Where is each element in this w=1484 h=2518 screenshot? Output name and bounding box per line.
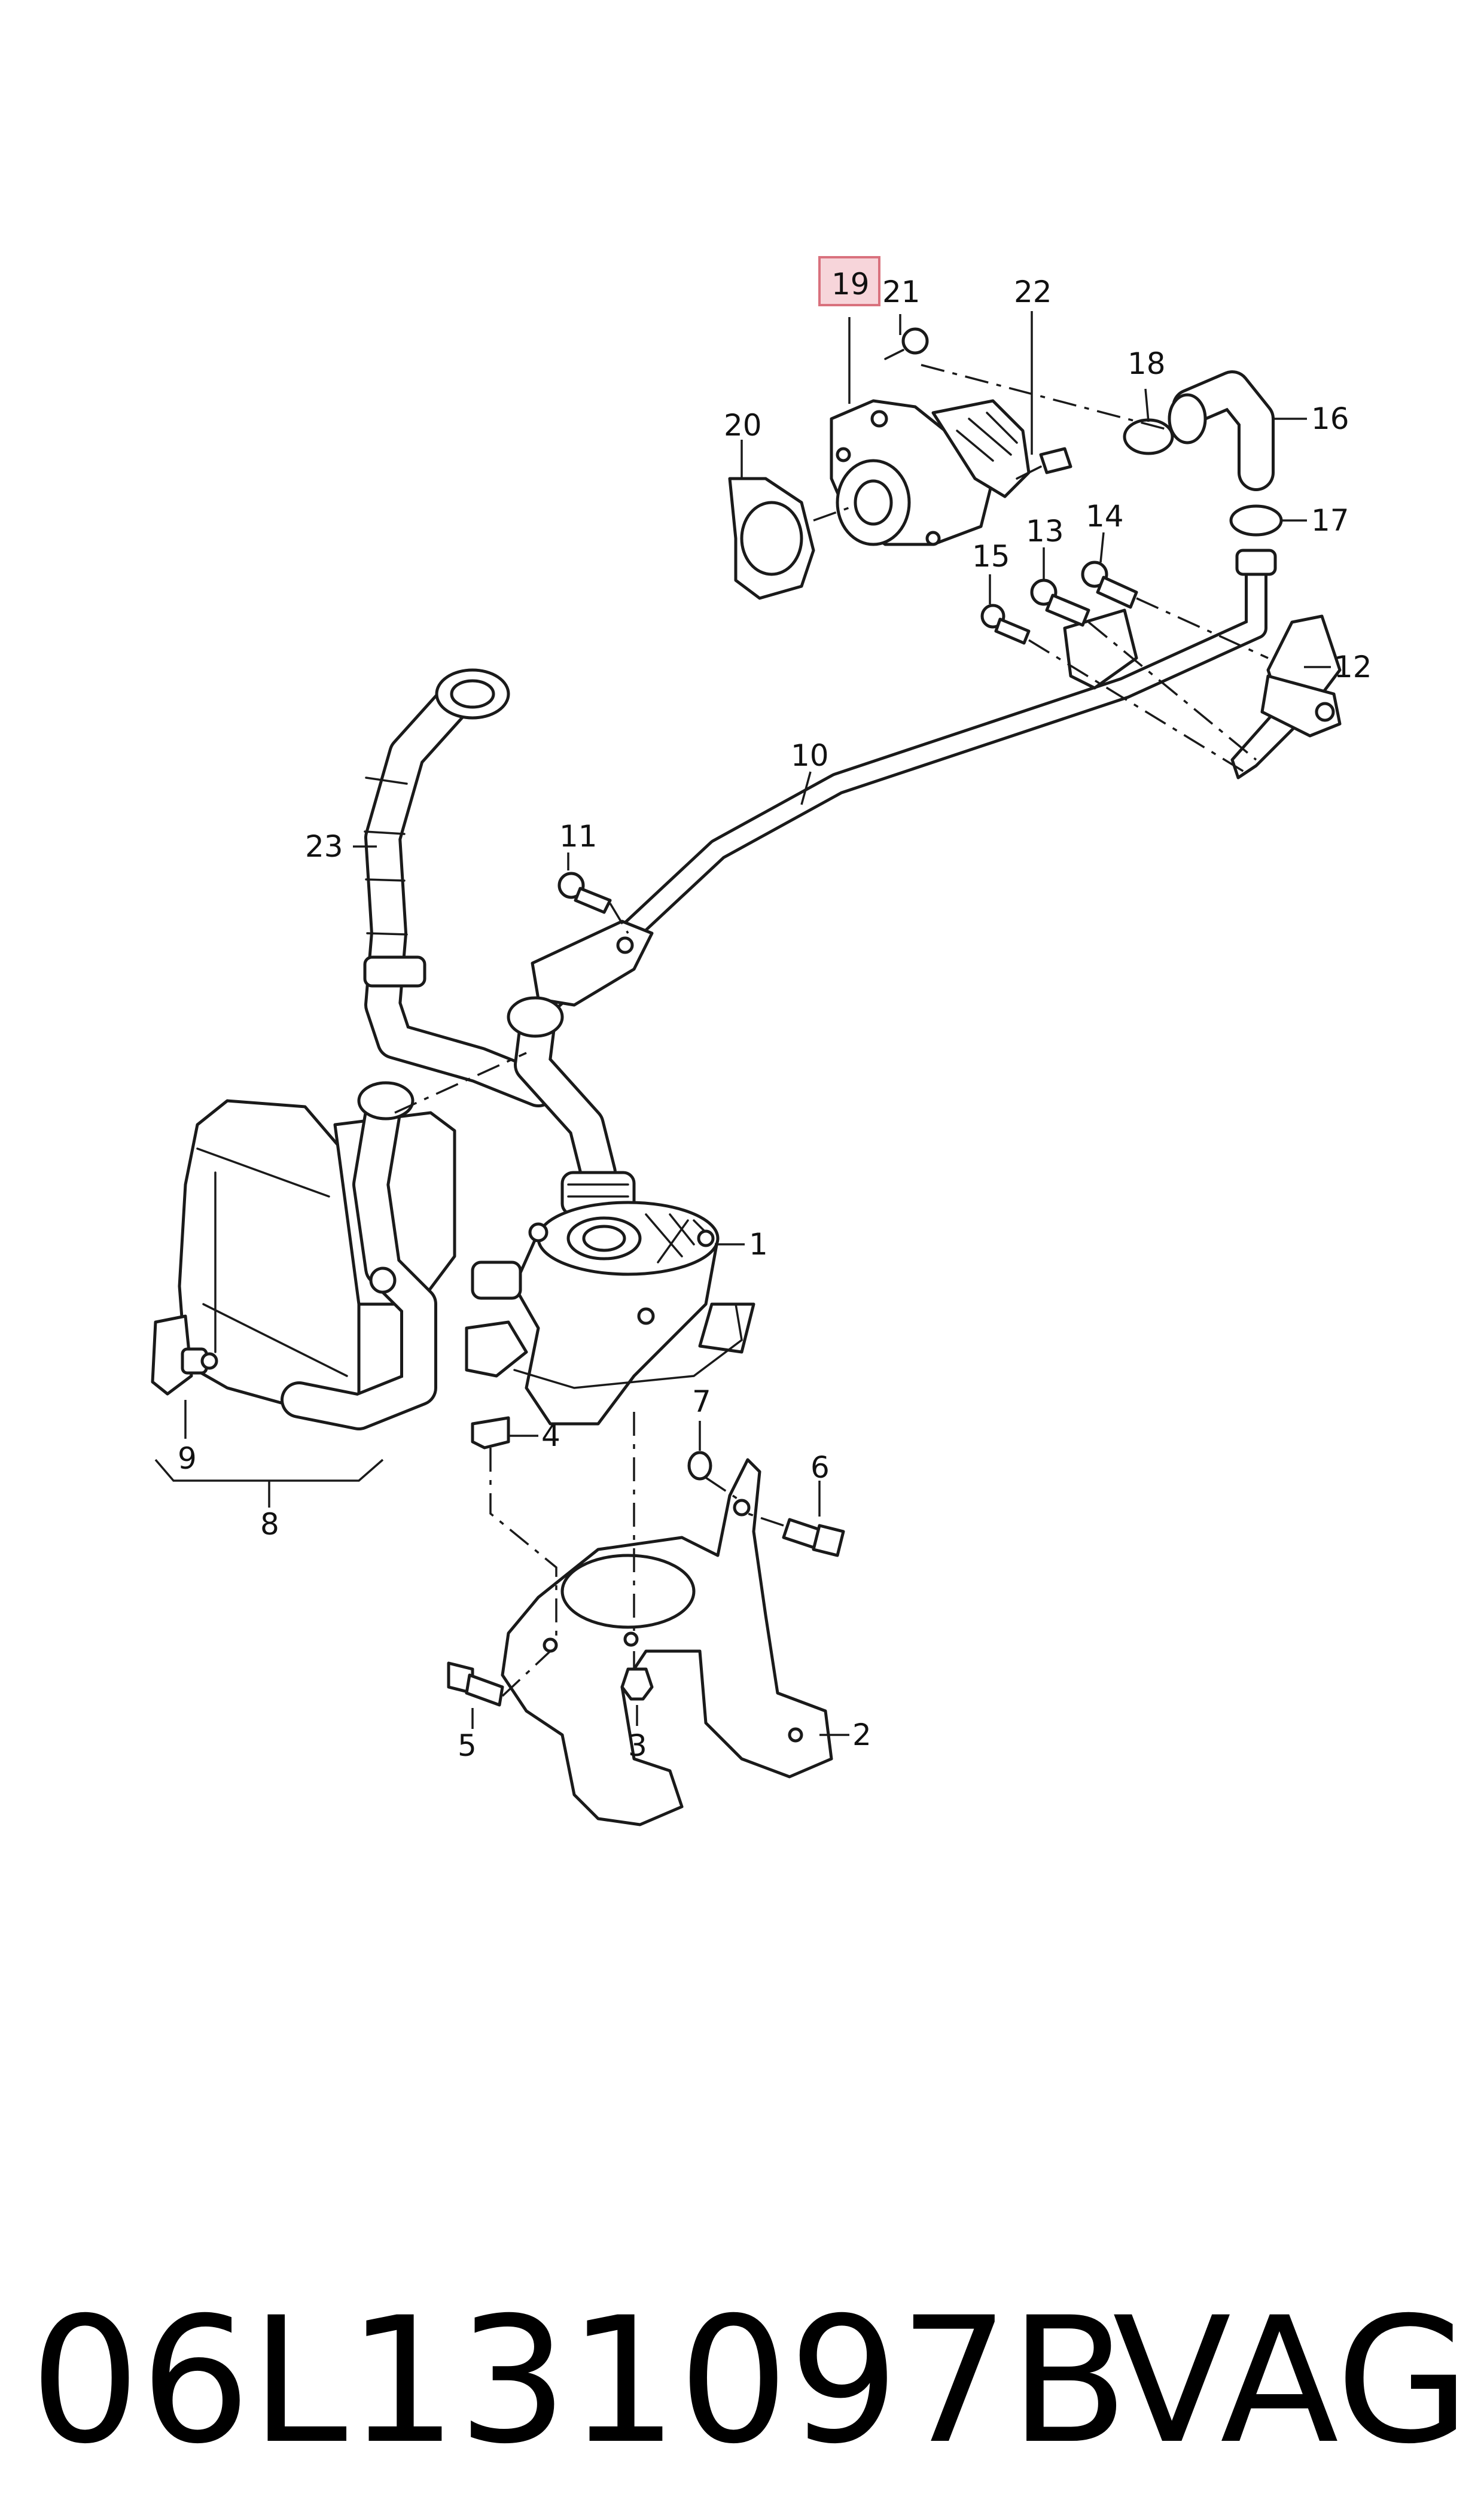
callout-12[interactable]: 12 [1334, 650, 1372, 684]
hose-23 [363, 668, 557, 1107]
callout-22[interactable]: 22 [1014, 275, 1052, 309]
nut-7 [687, 1451, 712, 1481]
leader-lines [154, 311, 1331, 1736]
air-pump-1 [465, 1201, 755, 1426]
bolt-5 [447, 1661, 504, 1707]
bolt-13 [1030, 578, 1090, 627]
bracket-hole [616, 936, 634, 954]
brand-name: VAG [1113, 2280, 1470, 2482]
bracket-12 [1063, 608, 1342, 780]
clip-4 [471, 1416, 510, 1450]
callout-11[interactable]: 11 [559, 819, 598, 854]
callouts: 1 2 3 4 5 6 7 8 9 10 11 12 13 14 15 16 1… [178, 267, 1372, 1763]
callout-7[interactable]: 7 [692, 1384, 711, 1419]
nut-3 [620, 1667, 654, 1701]
part-number: 06L131097B [30, 2280, 1129, 2482]
clamp-17 [1229, 504, 1283, 537]
callout-4[interactable]: 4 [541, 1418, 560, 1453]
bolt-14 [1081, 561, 1138, 609]
screw-21 [884, 327, 929, 360]
callout-1[interactable]: 1 [749, 1227, 768, 1262]
callout-23[interactable]: 23 [305, 829, 343, 864]
bolt-11 [557, 872, 612, 914]
callout-19[interactable]: 19 [831, 267, 870, 302]
bolt-6 [782, 1518, 845, 1557]
assembly-lines [394, 364, 1269, 1697]
callout-20[interactable]: 20 [724, 408, 762, 443]
callout-15[interactable]: 15 [972, 539, 1010, 574]
callout-21[interactable]: 21 [882, 275, 921, 309]
callout-10[interactable]: 10 [791, 738, 829, 773]
valve-19 [830, 399, 1031, 546]
callout-9[interactable]: 9 [178, 1441, 197, 1476]
callout-3[interactable]: 3 [628, 1728, 647, 1763]
callout-16[interactable]: 16 [1311, 401, 1349, 436]
callout-highlight-19 [818, 256, 880, 306]
bracket-2 [501, 1458, 833, 1826]
callout-17[interactable]: 17 [1311, 503, 1349, 538]
callout-18[interactable]: 18 [1128, 346, 1166, 381]
callout-14[interactable]: 14 [1086, 499, 1124, 534]
callout-6[interactable]: 6 [810, 1450, 830, 1485]
screw-22 [1016, 447, 1072, 480]
callout-5[interactable]: 5 [458, 1728, 477, 1763]
callout-8[interactable]: 8 [260, 1507, 279, 1542]
callout-13[interactable]: 13 [1026, 514, 1064, 549]
gasket-20 [728, 477, 815, 600]
filter-housing-8 [178, 1081, 456, 1430]
sensor-9 [151, 1314, 218, 1396]
callout-2[interactable]: 2 [852, 1718, 871, 1752]
hose-pump-connect [507, 996, 636, 1216]
pipe-bracket-left [531, 919, 654, 1007]
hose-16 [1168, 370, 1275, 491]
bolt-15 [980, 604, 1031, 645]
